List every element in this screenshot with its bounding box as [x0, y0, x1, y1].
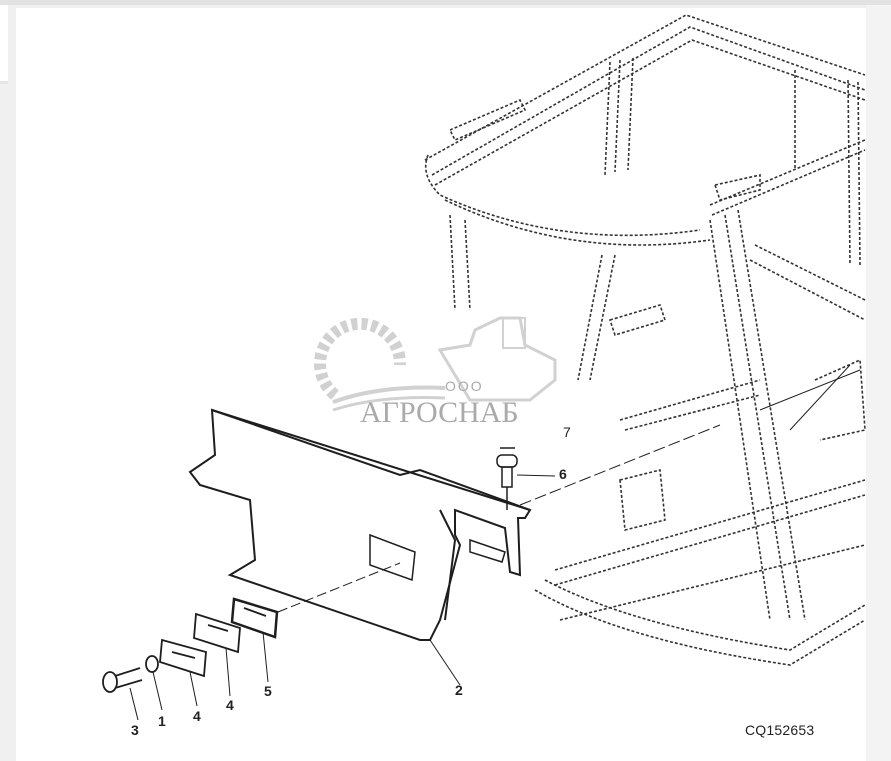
bolt-icon	[496, 447, 518, 510]
callout-7: 7	[563, 424, 571, 440]
callout-1: 1	[158, 713, 166, 729]
callout-3: 3	[131, 722, 139, 738]
leader-lines	[129, 364, 861, 721]
watermark-logo-icon	[314, 316, 557, 412]
screw-icon	[102, 667, 143, 693]
side-panel-outline	[188, 408, 532, 641]
callout-4a: 4	[193, 708, 201, 724]
diagram-frame	[16, 8, 866, 761]
figure-code: CQ152653	[745, 722, 815, 738]
watermark-prefix: ООО	[445, 378, 484, 394]
cab-frame-dashed	[424, 14, 866, 666]
washer-icon	[145, 655, 159, 673]
callout-2: 2	[455, 682, 463, 698]
right-scroll-gutter	[866, 5, 891, 761]
callout-4b: 4	[226, 697, 234, 713]
callout-5: 5	[264, 683, 272, 699]
plate-icon	[159, 638, 207, 678]
watermark-name: АГРОСНАБ	[360, 396, 519, 429]
plate-icon	[193, 612, 241, 654]
top-bar	[0, 0, 891, 5]
callout-6: 6	[559, 466, 567, 482]
gasket-icon	[230, 597, 279, 639]
left-side-panel	[0, 5, 8, 84]
